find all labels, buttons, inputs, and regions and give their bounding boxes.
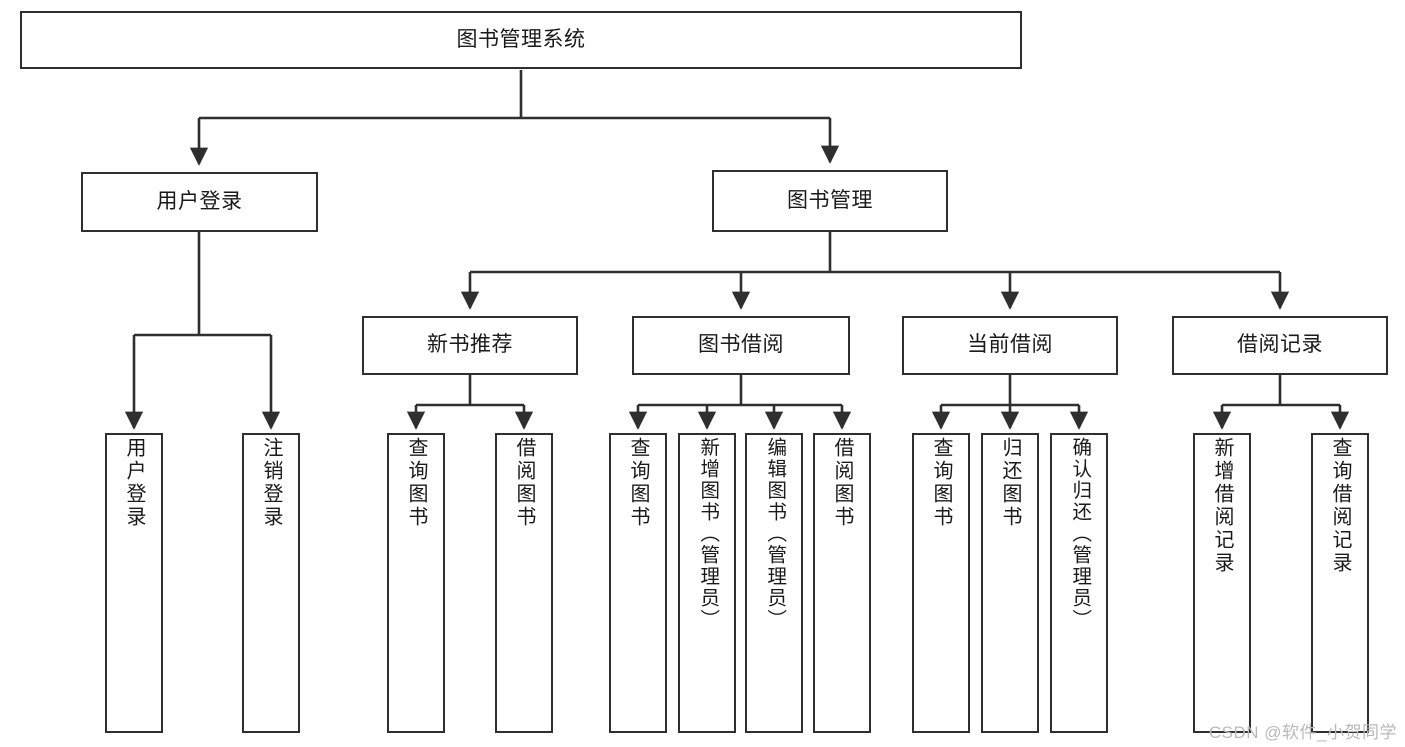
leaf-user-login-logout[interactable]: 注销登录	[242, 433, 300, 733]
leaf-borrow-record-query[interactable]: 查询借阅记录	[1311, 433, 1369, 733]
node-book-borrow[interactable]: 图书借阅	[632, 316, 850, 375]
leaf-new-book-query[interactable]: 查询图书	[387, 433, 445, 733]
leaf-current-borrow-confirm[interactable]: 确认归还（管理员）	[1050, 433, 1108, 733]
node-new-book-recommend-label: 新书推荐	[427, 333, 513, 357]
leaf-current-borrow-query-label: 查询图书	[930, 437, 952, 529]
node-current-borrow-label: 当前借阅	[967, 333, 1053, 357]
leaf-user-login-login-label: 用户登录	[123, 437, 145, 529]
leaf-user-login-login[interactable]: 用户登录	[105, 433, 163, 733]
node-user-login-label: 用户登录	[156, 189, 243, 213]
leaf-current-borrow-return[interactable]: 归还图书	[981, 433, 1039, 733]
node-book-borrow-label: 图书借阅	[698, 333, 784, 357]
node-root-label: 图书管理系统	[456, 27, 586, 51]
node-book-manage[interactable]: 图书管理	[712, 170, 948, 232]
leaf-book-borrow-edit[interactable]: 编辑图书（管理员）	[745, 433, 803, 733]
node-new-book-recommend[interactable]: 新书推荐	[362, 316, 578, 375]
leaf-new-book-query-label: 查询图书	[405, 437, 427, 529]
leaf-borrow-record-query-label: 查询借阅记录	[1329, 437, 1351, 575]
leaf-book-borrow-borrow-label: 借阅图书	[831, 437, 853, 529]
leaf-book-borrow-edit-label: 编辑图书（管理员）	[763, 437, 786, 631]
leaf-book-borrow-query-label: 查询图书	[627, 437, 649, 529]
watermark: CSDN @软件_小贺同学	[1208, 723, 1397, 742]
leaf-current-borrow-return-label: 归还图书	[999, 437, 1021, 529]
node-book-manage-label: 图书管理	[787, 188, 873, 212]
node-root[interactable]: 图书管理系统	[20, 11, 1022, 69]
leaf-book-borrow-add-label: 新增图书（管理员）	[696, 437, 719, 631]
node-borrow-record[interactable]: 借阅记录	[1172, 316, 1388, 375]
node-borrow-record-label: 借阅记录	[1237, 333, 1323, 357]
leaf-current-borrow-confirm-label: 确认归还（管理员）	[1068, 437, 1091, 631]
leaf-book-borrow-borrow[interactable]: 借阅图书	[813, 433, 871, 733]
leaf-new-book-borrow[interactable]: 借阅图书	[495, 433, 553, 733]
leaf-book-borrow-query[interactable]: 查询图书	[609, 433, 667, 733]
leaf-current-borrow-query[interactable]: 查询图书	[912, 433, 970, 733]
node-user-login[interactable]: 用户登录	[81, 172, 318, 232]
leaf-user-login-logout-label: 注销登录	[260, 437, 282, 529]
leaf-borrow-record-add-label: 新增借阅记录	[1211, 437, 1233, 575]
leaf-book-borrow-add[interactable]: 新增图书（管理员）	[678, 433, 736, 733]
leaf-borrow-record-add[interactable]: 新增借阅记录	[1193, 433, 1251, 733]
leaf-new-book-borrow-label: 借阅图书	[513, 437, 535, 529]
node-current-borrow[interactable]: 当前借阅	[902, 316, 1118, 375]
